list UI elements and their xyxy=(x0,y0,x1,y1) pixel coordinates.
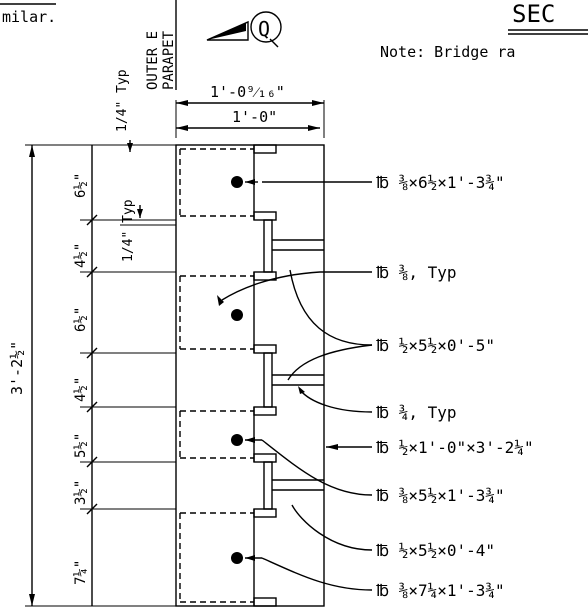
plate-group-3 xyxy=(179,406,277,463)
callout-8: ℔ ⅜×7¼×1'-3¾" xyxy=(376,581,505,600)
plate-group-4 xyxy=(179,508,277,607)
callout-6: ℔ ⅜×5½×1'-3¾" xyxy=(376,486,505,505)
segment-label-1: 6½" xyxy=(73,173,89,198)
segment-label-4: 4½" xyxy=(73,377,89,402)
typ-quarter-top: 1/4" Typ xyxy=(115,69,130,132)
width-plate-label: 1'-0" xyxy=(232,108,277,126)
total-height-label: 3'-2½" xyxy=(8,341,26,395)
callout-2: ℔ ⅜, Typ xyxy=(376,263,457,282)
segment-label-5: 5½" xyxy=(73,433,89,458)
width-overall-label: 1'-0⁹⁄₁₆" xyxy=(210,83,285,101)
segment-label-6: 3½" xyxy=(73,480,89,505)
callout-7: ℔ ½×5½×0'-4" xyxy=(376,541,495,560)
segment-label-7: 7¼" xyxy=(73,560,89,585)
callout-3: ℔ ½×5½×0'-5" xyxy=(376,336,495,355)
top-left-fragment: milar. xyxy=(2,8,56,26)
segment-label-3: 6½" xyxy=(73,307,89,332)
parapet-label: PARAPET xyxy=(161,30,177,90)
section-title: SEC xyxy=(512,0,555,28)
segment-ticks xyxy=(25,144,176,607)
callout-1: ℔ ⅜×6½×1'-3¾" xyxy=(376,173,505,192)
plate-group-2 xyxy=(179,271,277,354)
section-marker-icon xyxy=(206,11,282,48)
callout-4: ℔ ¾, Typ xyxy=(376,403,457,422)
callout-5: ℔ ½×1'-0"×3'-2¼" xyxy=(376,438,534,457)
flange-plates xyxy=(263,219,324,510)
typ-quarter-mid: 1/4" Typ xyxy=(121,199,136,262)
segment-label-2: 4½" xyxy=(73,243,89,268)
outer-edge-label: OUTER E xyxy=(145,31,161,90)
section-marker-letter: Q xyxy=(258,17,270,41)
leader-lines xyxy=(217,181,373,591)
plate-group-1 xyxy=(179,144,277,221)
note-text: Note: Bridge ra xyxy=(380,43,515,61)
